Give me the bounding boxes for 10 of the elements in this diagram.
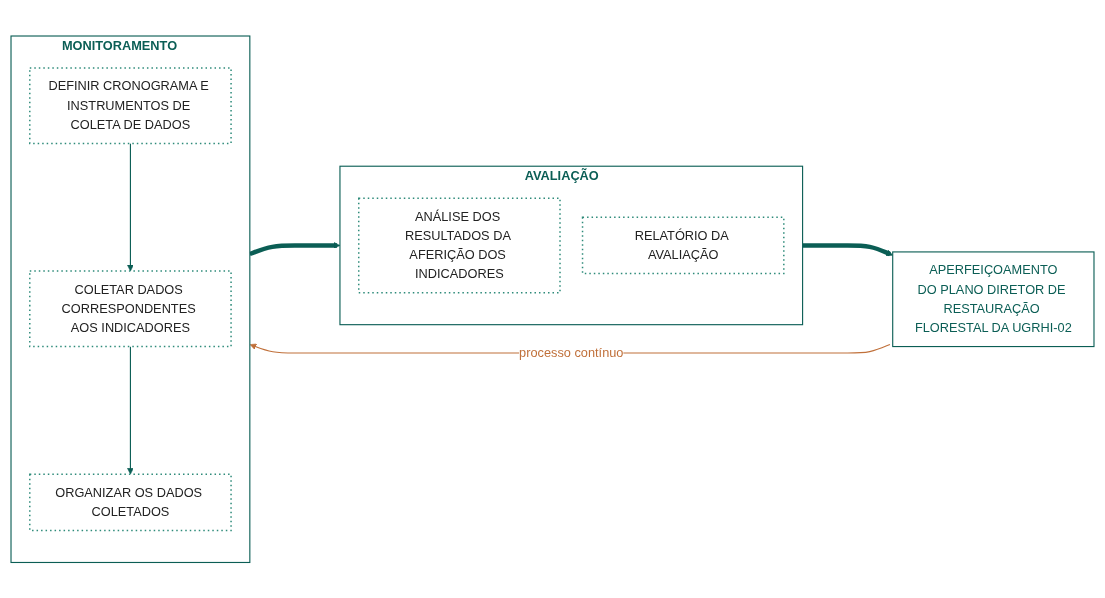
node-box: COLETAR DADOS CORRESPONDENTES AOS INDICADORES bbox=[29, 270, 232, 348]
arrow bbox=[127, 142, 134, 272]
node-box: ORGANIZAR OS DADOS COLETADOS bbox=[29, 473, 232, 532]
node-box: RELATÓRIO DA AVALIAÇÃO bbox=[581, 216, 785, 275]
node-box: APERFEIÇOAMENTO DO PLANO DIRETOR DE RESTAURAÇÃO FLORESTAL DA UGRHI-02 bbox=[892, 251, 1095, 347]
node-box: DEFINIR CRONOGRAMA E INSTRUMENTOS DE COLETA DE DADOS bbox=[29, 66, 232, 144]
arrow bbox=[802, 242, 893, 256]
edge-label: processo contínuo bbox=[519, 345, 624, 360]
node-box: ANÁLISE DOS RESULTADOS DA AFERIÇÃO DOS INDICADORES bbox=[358, 197, 561, 294]
arrow bbox=[127, 345, 134, 475]
